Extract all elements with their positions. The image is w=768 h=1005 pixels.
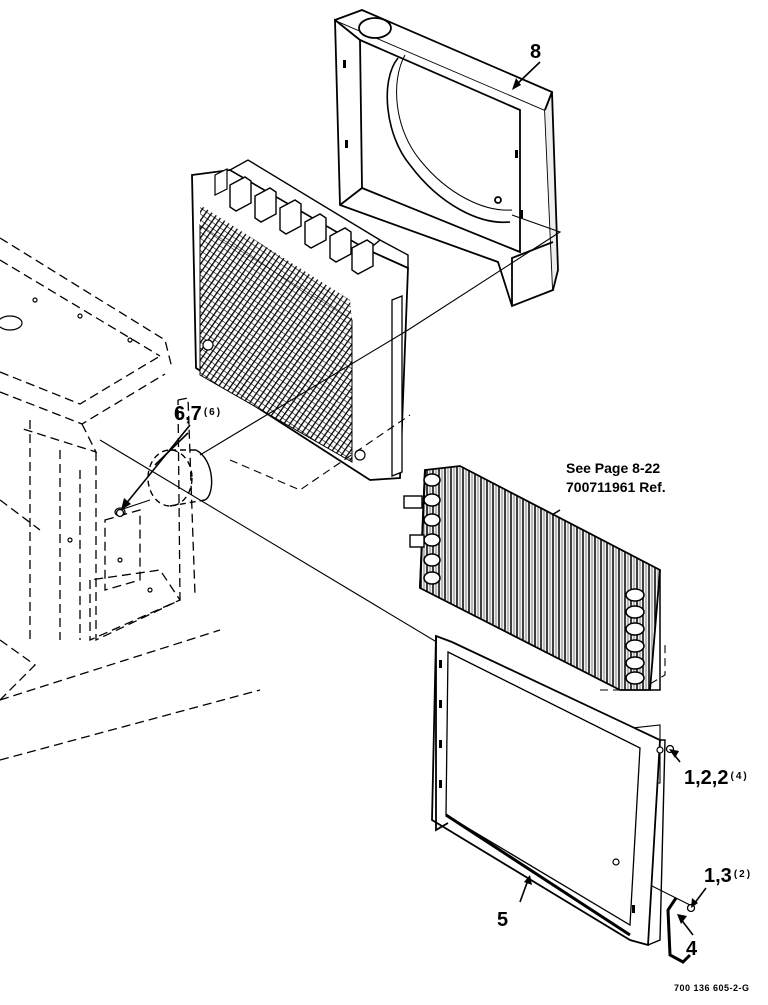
callout-8-fan-shroud: 8	[530, 41, 542, 63]
callout-1-2-2-frame-hardware: 1,2,2(4)	[684, 768, 749, 788]
callout-1-2-2-qty: (4)	[730, 771, 749, 782]
callout-1-3-qty: (2)	[733, 869, 753, 880]
radiator	[191, 159, 409, 481]
callout-6-7-label: 6,7	[174, 403, 202, 425]
leader-lines	[124, 61, 707, 936]
fan-hub	[147, 449, 213, 507]
fan-shroud	[334, 9, 559, 308]
condenser	[403, 465, 661, 691]
drawing-number: 700 136 605-2-G	[674, 983, 750, 993]
callout-1-2-2-label: 1,2,2	[684, 767, 729, 789]
reference-note-line-1: See Page 8-22	[566, 460, 661, 476]
callout-6-7-qty: (6)	[203, 407, 223, 418]
callout-4-handle: 4	[686, 938, 698, 960]
callout-1-3-handle-hardware: 1,3(2)	[704, 866, 752, 886]
condenser-reference-note: See Page 8-22 700711961 Ref.	[566, 459, 666, 497]
callout-6-7-fan-hardware: 6,7(6)	[174, 404, 222, 424]
callout-5-frame: 5	[497, 909, 509, 931]
leader-arrowheads	[121, 78, 698, 924]
machine-frame	[0, 237, 261, 761]
callout-1-3-label: 1,3	[704, 865, 732, 887]
condenser-frame	[431, 634, 666, 947]
machine-frame-details	[0, 297, 153, 593]
handle	[666, 897, 692, 964]
reference-note-line-2: 700711961 Ref.	[566, 479, 666, 495]
